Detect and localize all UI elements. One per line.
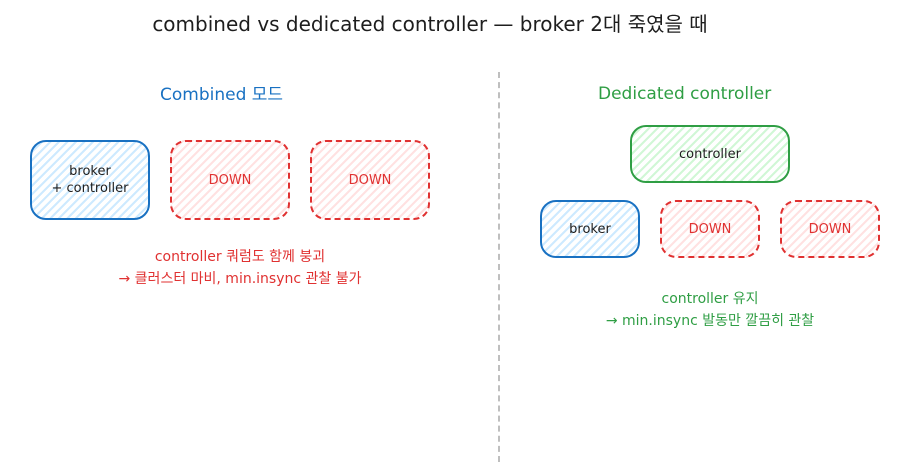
- combined-note-line-1: controller 쿼럼도 함께 붕괴: [154, 249, 326, 265]
- combined-mode-heading: Combined 모드: [160, 85, 284, 105]
- combined-down-node-2: DOWN: [310, 140, 430, 220]
- dedicated-controller-heading: Dedicated controller: [598, 84, 772, 104]
- combined-note-line-2: → 클러스터 마비, min.insync 관찰 불가: [118, 271, 362, 287]
- combined-broker-controller-node: broker + controller: [30, 140, 150, 220]
- dedicated-broker-node: broker: [540, 200, 640, 258]
- dedicated-note-line-1: controller 유지: [661, 291, 759, 307]
- combined-down-node-1: DOWN: [170, 140, 290, 220]
- diagram-title: combined vs dedicated controller — broke…: [152, 12, 708, 36]
- combined-mode-note: controller 쿼럼도 함께 붕괴 → 클러스터 마비, min.insy…: [60, 246, 420, 290]
- dedicated-controller-note: controller 유지 → min.insync 발동만 깔끔히 관찰: [560, 288, 860, 332]
- dedicated-note-line-2: → min.insync 발동만 깔끔히 관찰: [605, 313, 815, 329]
- section-divider: [498, 72, 500, 462]
- dedicated-controller-node: controller: [630, 125, 790, 183]
- dedicated-down-node-1: DOWN: [660, 200, 760, 258]
- dedicated-down-node-2: DOWN: [780, 200, 880, 258]
